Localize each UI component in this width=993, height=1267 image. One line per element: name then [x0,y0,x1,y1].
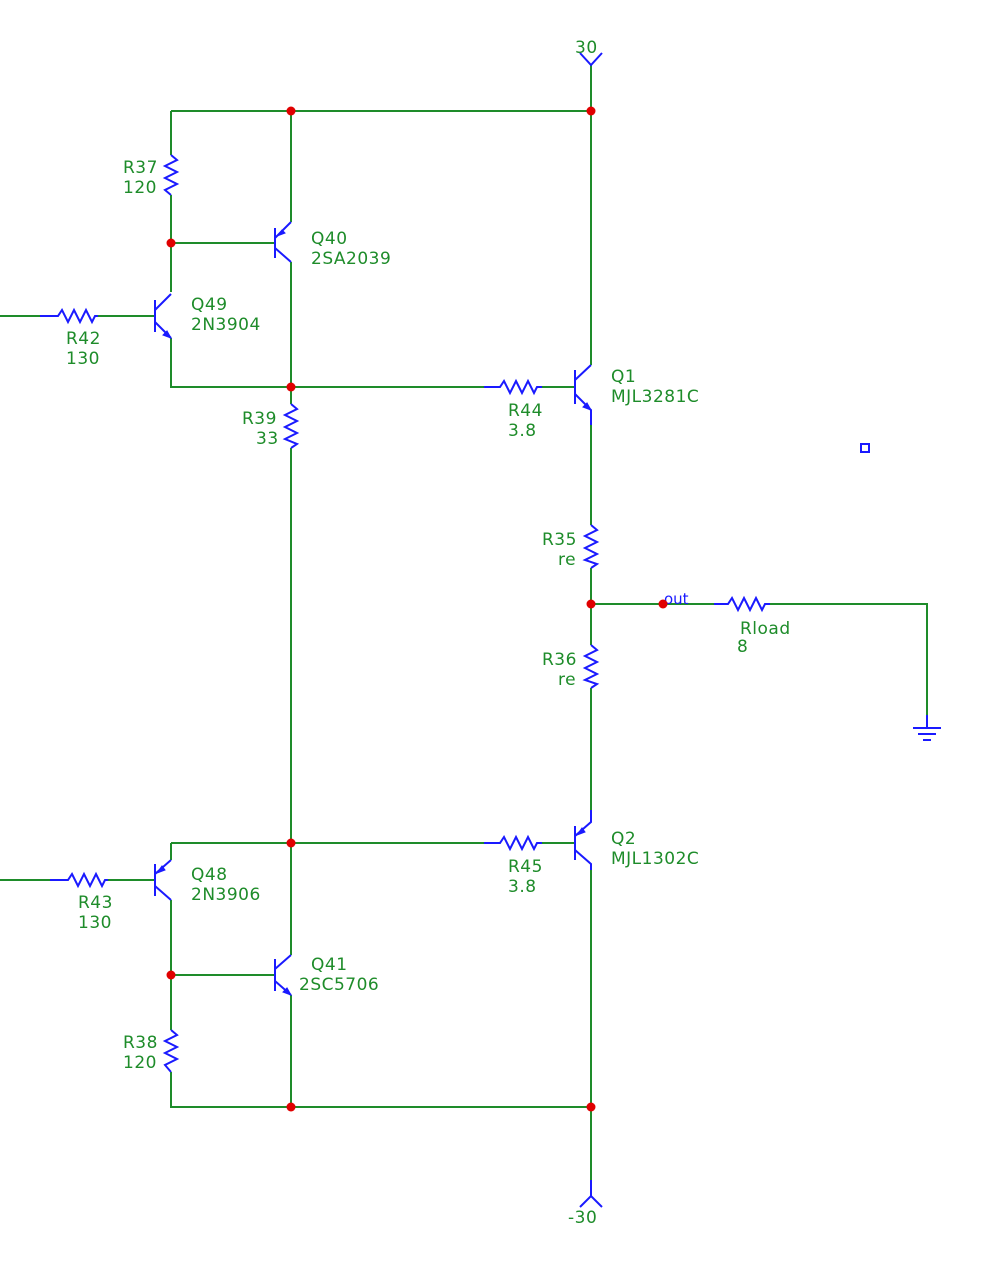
R35-value: re [558,550,576,570]
R45-ref: R45 [508,857,543,877]
transistor-Q1[interactable]: Q1 MJL3281C [574,364,699,425]
R45-value: 3.8 [508,877,537,897]
R36-ref: R36 [542,650,577,670]
ground-symbol [913,715,941,741]
Q2-value: MJL1302C [611,849,699,869]
junction-node [286,106,296,116]
transistor-Q2[interactable]: Q2 MJL1302C [574,810,699,870]
probe-marker[interactable] [860,443,870,453]
Q2-ref: Q2 [611,829,636,849]
Q1-ref: Q1 [611,367,636,387]
R43-ref: R43 [78,893,113,913]
positive-rail-label: 30 [575,38,598,58]
R38-ref: R38 [123,1033,158,1053]
transistor-Q41[interactable]: Q41 2SC5706 [274,954,379,996]
junction-node [286,382,296,392]
transistor-Q49[interactable]: Q49 2N3904 [154,293,261,339]
junction-node [286,838,296,848]
negative-rail-symbol: -30 [568,1180,603,1228]
Rload-ref: Rload [740,619,791,639]
Q48-value: 2N3906 [191,885,261,905]
R35-ref: R35 [542,530,577,550]
R37-ref: R37 [123,158,158,178]
resistor-R44[interactable]: R44 3.8 [484,378,543,441]
Q48-ref: Q48 [191,865,228,885]
R37-value: 120 [123,178,157,198]
R39-value: 33 [256,429,279,449]
Q40-value: 2SA2039 [311,249,391,269]
R44-ref: R44 [508,401,543,421]
R36-value: re [558,670,576,690]
junction-node [166,970,176,980]
R43-value: 130 [78,913,112,933]
Rload-value: 8 [737,637,748,657]
R44-value: 3.8 [508,421,537,441]
resistor-R35[interactable]: R35 re [542,524,600,570]
Q49-value: 2N3904 [191,315,261,335]
transistor-Q48[interactable]: Q48 2N3906 [154,859,261,905]
resistor-Rload[interactable]: Rload 8 [714,595,791,657]
resistor-R36[interactable]: R36 re [542,644,600,690]
resistor-R38[interactable]: R38 120 [123,1029,180,1073]
junction-node [586,1102,596,1112]
Q49-ref: Q49 [191,295,228,315]
resistor-R37[interactable]: R37 120 [123,154,180,198]
junction-nodes [166,106,668,1112]
resistor-R45[interactable]: R45 3.8 [484,834,543,897]
output-net-label: out [664,590,689,608]
R39-ref: R39 [242,409,277,429]
R38-value: 120 [123,1053,157,1073]
junction-node [586,106,596,116]
negative-rail-label: -30 [568,1208,597,1228]
resistor-R42[interactable]: R42 130 [40,307,101,369]
Q1-value: MJL3281C [611,387,699,407]
Q41-value: 2SC5706 [299,975,379,995]
R42-ref: R42 [66,329,101,349]
junction-node [658,599,668,609]
junction-node [286,1102,296,1112]
junction-node [586,599,596,609]
positive-rail-symbol: 30 [575,38,603,67]
transistor-Q40[interactable]: Q40 2SA2039 [274,221,391,269]
resistor-R43[interactable]: R43 130 [50,871,113,933]
Q41-ref: Q41 [311,955,348,975]
R42-value: 130 [66,349,100,369]
resistor-R39[interactable]: R39 33 [242,403,300,449]
junction-node [166,238,176,248]
Q40-ref: Q40 [311,229,348,249]
